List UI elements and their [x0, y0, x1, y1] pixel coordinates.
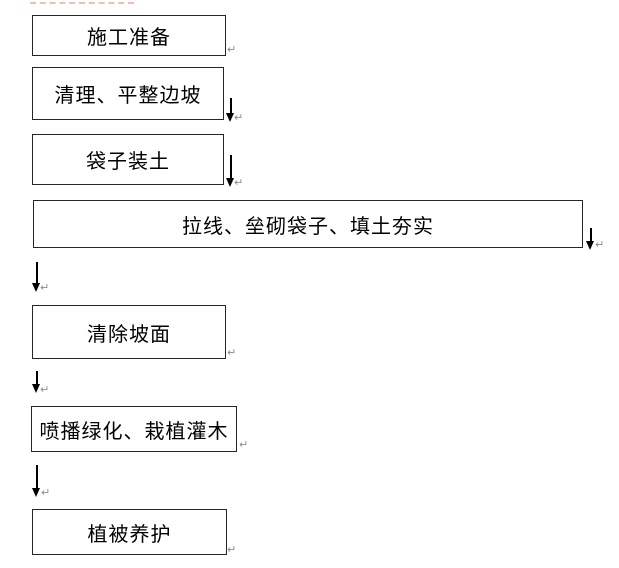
flow-step-label: 植被养护 — [87, 521, 172, 546]
flow-arrow-down-icon — [32, 465, 41, 497]
paragraph-mark-icon: ↵ — [239, 438, 249, 451]
flow-step-label: 袋子装土 — [86, 149, 170, 173]
arrow-shaft — [35, 465, 38, 489]
flow-step-clear-slope-surface[interactable]: 清除坡面 — [32, 305, 226, 359]
flow-step-clean-level-slope[interactable]: 清理、平整边坡 — [32, 67, 224, 120]
flow-step-vegetation-maintenance[interactable]: 植被养护 — [32, 509, 227, 555]
flow-arrow-down-icon — [32, 371, 41, 393]
arrow-shaft — [35, 371, 38, 385]
arrow-head — [586, 241, 594, 250]
paragraph-mark-icon: ↵ — [227, 543, 237, 556]
paragraph-mark-icon: ↵ — [40, 383, 50, 396]
paragraph-mark-icon: ↵ — [234, 111, 244, 124]
flow-step-label: 拉线、垒砌袋子、填土夯实 — [182, 213, 434, 238]
arrow-head — [32, 384, 40, 393]
flow-step-label: 清除坡面 — [87, 321, 171, 346]
flow-arrow-down-icon — [32, 262, 41, 292]
arrow-head — [226, 178, 234, 187]
paragraph-mark-icon: ↵ — [40, 281, 50, 294]
flow-step-label: 喷播绿化、栽植灌木 — [39, 418, 229, 443]
flow-step-spray-greening-plant-shrubs[interactable]: 喷播绿化、栽植灌木 — [31, 406, 237, 452]
arrow-head — [32, 283, 40, 292]
flow-arrow-down-icon — [586, 228, 595, 250]
arrow-head — [226, 113, 234, 122]
paragraph-mark-icon: ↵ — [227, 346, 237, 359]
paragraph-mark-icon: ↵ — [227, 43, 237, 56]
flow-step-construction-preparation[interactable]: 施工准备 — [32, 15, 226, 56]
arrow-shaft — [229, 155, 232, 179]
flow-arrow-down-icon — [226, 98, 235, 122]
arrow-shaft — [229, 98, 232, 114]
flow-step-fill-bags-with-soil[interactable]: 袋子装土 — [32, 134, 224, 185]
arrow-head — [32, 488, 40, 497]
arrow-shaft — [589, 228, 592, 242]
paragraph-mark-icon: ↵ — [234, 176, 244, 189]
paragraph-mark-icon: ↵ — [595, 238, 605, 251]
flow-step-stack-bags-compact[interactable]: 拉线、垒砌袋子、填土夯实 — [33, 200, 583, 248]
flow-arrow-down-icon — [226, 155, 235, 187]
flow-step-label: 清理、平整边坡 — [54, 83, 202, 107]
arrow-shaft — [35, 262, 38, 284]
paragraph-mark-icon: ↵ — [41, 486, 51, 499]
flow-step-label: 施工准备 — [87, 25, 171, 49]
spellcheck-dashed-underline — [30, 2, 134, 4]
